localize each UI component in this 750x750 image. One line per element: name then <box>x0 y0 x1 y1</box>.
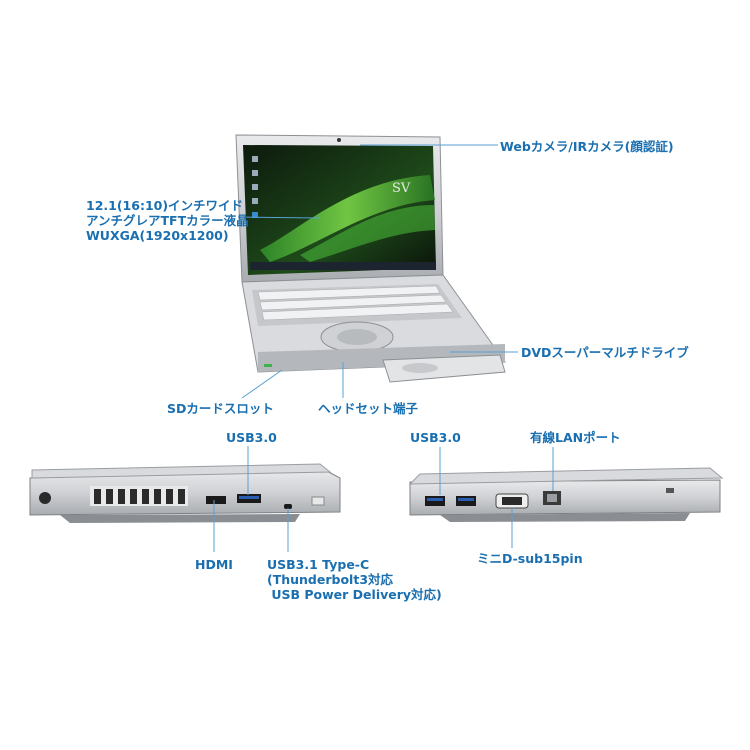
laptop-main: SV <box>235 134 444 283</box>
label-usb30-right: USB3.0 <box>410 430 461 445</box>
screen-logo: SV <box>392 181 411 196</box>
label-display: 12.1(16:10)インチワイド アンチグレアTFTカラー液晶 WUXGA(1… <box>86 198 249 243</box>
laptop-right-side <box>408 467 724 522</box>
label-webcam: Webカメラ/IRカメラ(顔認証) <box>500 139 674 154</box>
label-hdmi: HDMI <box>195 557 233 572</box>
label-vga-port: ミニD-sub15pin <box>477 551 583 566</box>
leader-lines <box>213 144 554 552</box>
label-headset-jack: ヘッドセット端子 <box>318 401 419 416</box>
label-sd-slot: SDカードスロット <box>167 401 274 416</box>
label-lan-port: 有線LANポート <box>530 430 621 445</box>
label-usb31-typec: USB3.1 Type-C (Thunderbolt3対応 USB Power … <box>267 557 442 602</box>
laptop-left-side <box>29 463 341 523</box>
label-dvd-drive: DVDスーパーマルチドライブ <box>521 345 689 360</box>
label-usb30-left: USB3.0 <box>226 430 277 445</box>
laptop-base <box>241 274 506 383</box>
